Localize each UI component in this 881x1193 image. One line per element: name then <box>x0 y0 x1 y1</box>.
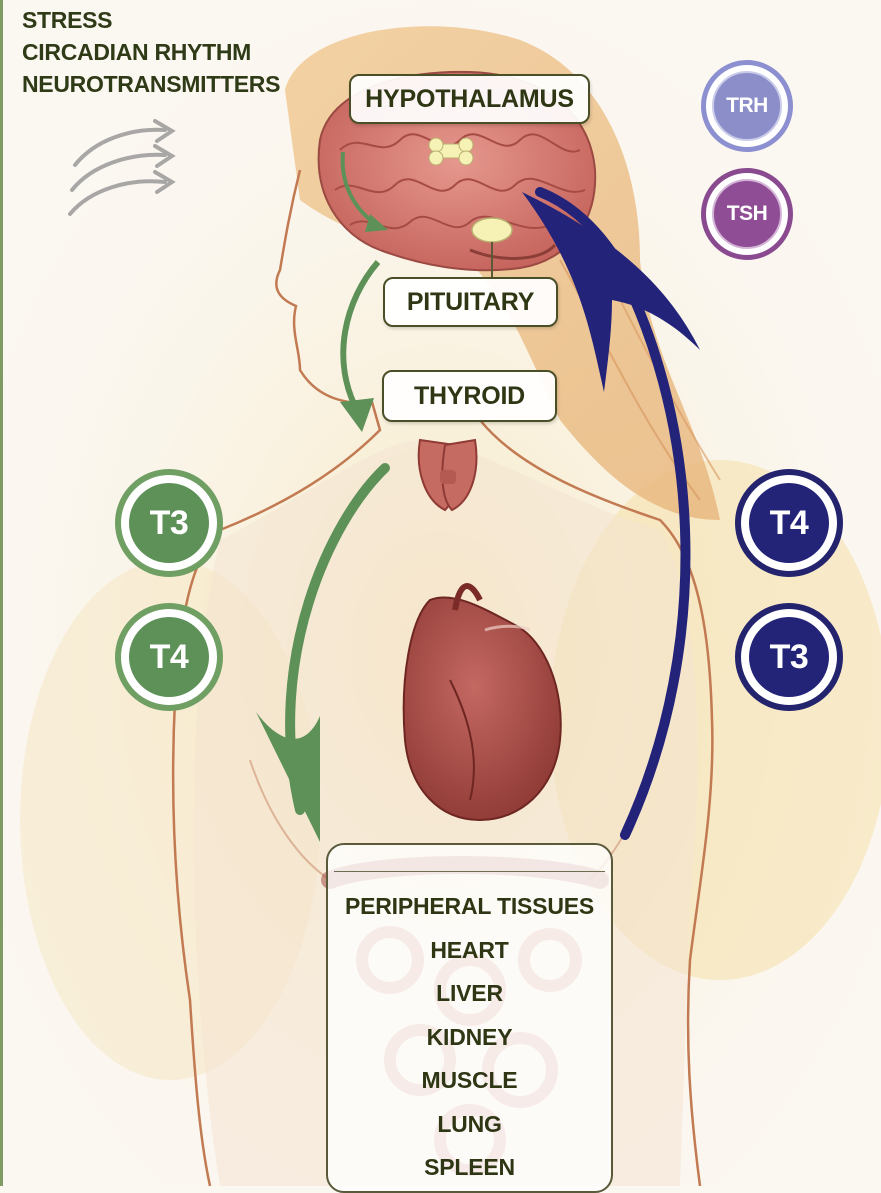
t3-badge-green: T3 <box>115 469 223 577</box>
tissue-item: SPLEEN <box>328 1146 611 1190</box>
peripheral-tissues-heading: PERIPHERAL TISSUES <box>328 885 611 929</box>
t4-badge-label: T4 <box>749 483 829 563</box>
influence-factor: STRESS <box>22 4 280 36</box>
t4-badge-green: T4 <box>115 603 223 711</box>
peripheral-tissues-panel: PERIPHERAL TISSUES HEART LIVER KIDNEY MU… <box>326 843 613 1193</box>
tsh-badge-label: TSH <box>712 179 782 249</box>
trh-badge-label: TRH <box>712 71 782 141</box>
influence-factor: CIRCADIAN RHYTHM <box>22 36 280 68</box>
tissue-item: MUSCLE <box>328 1059 611 1103</box>
t3-badge-label: T3 <box>129 483 209 563</box>
tsh-badge: TSH <box>701 168 793 260</box>
tissue-item: LUNG <box>328 1103 611 1147</box>
pituitary-label: PITUITARY <box>383 277 558 327</box>
t4-badge-label: T4 <box>129 617 209 697</box>
t3-badge-label: T3 <box>749 617 829 697</box>
tissue-item: LIVER <box>328 972 611 1016</box>
left-margin-rule <box>0 0 3 1186</box>
t3-badge-blue: T3 <box>735 603 843 711</box>
influence-factor: NEUROTRANSMITTERS <box>22 68 280 100</box>
influence-factors: STRESS CIRCADIAN RHYTHM NEUROTRANSMITTER… <box>22 4 280 100</box>
pituitary-marker <box>472 218 512 242</box>
tissue-item: KIDNEY <box>328 1016 611 1060</box>
thyroid-label: THYROID <box>382 370 557 422</box>
t4-badge-blue: T4 <box>735 469 843 577</box>
hypothalamus-label: HYPOTHALAMUS <box>349 74 590 124</box>
trh-badge: TRH <box>701 60 793 152</box>
panel-divider <box>334 871 605 872</box>
tissue-item: HEART <box>328 929 611 973</box>
